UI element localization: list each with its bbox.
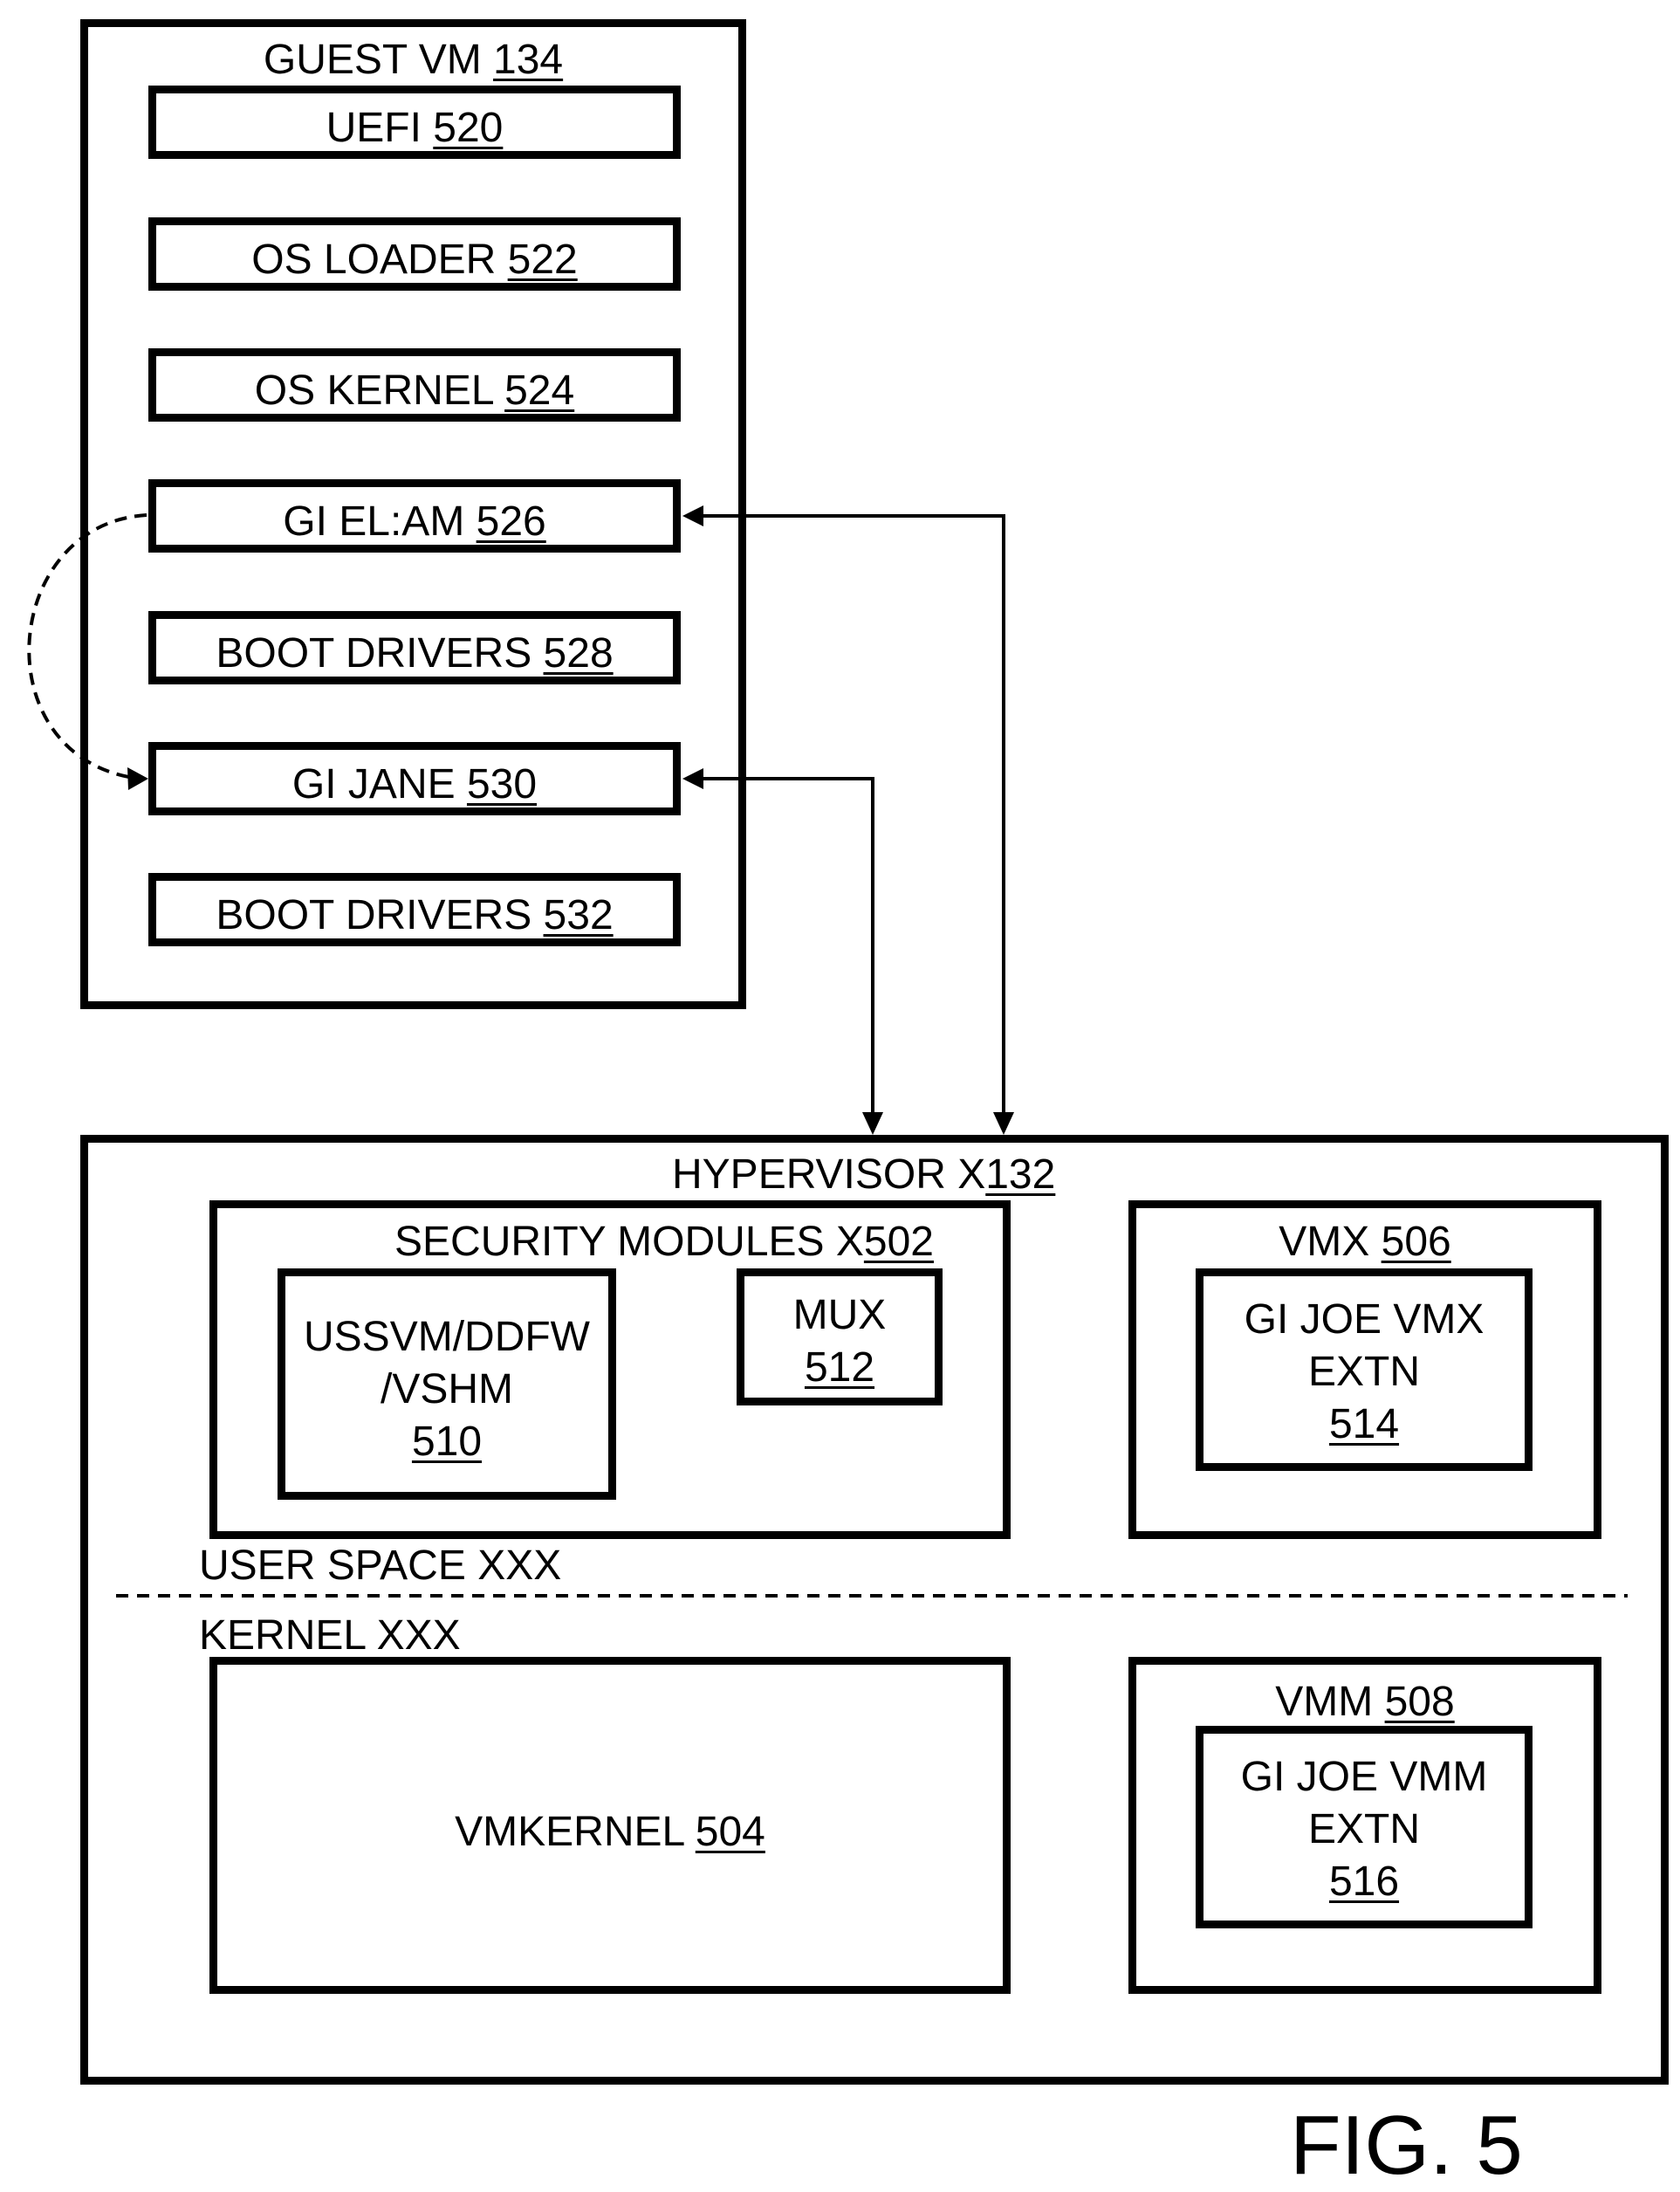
- uefi-box: UEFI 520: [148, 86, 681, 159]
- gi-elam-box: GI EL:AM 526: [148, 479, 681, 553]
- vmm-ext-line2: EXTN: [1203, 1804, 1525, 1856]
- vmm-ext-line1: GI JOE VMM: [1203, 1751, 1525, 1804]
- vmm-label: VMM 508: [1128, 1681, 1601, 1723]
- ussvm-line2: /VSHM: [285, 1364, 608, 1416]
- ussvm-line1: USSVM/DDFW: [285, 1311, 608, 1364]
- os-loader-box: OS LOADER 522: [148, 217, 681, 291]
- hypervisor-label: HYPERVISOR X132: [672, 1154, 1108, 1196]
- vmx-ext-ref: 514: [1329, 1401, 1399, 1447]
- boot-drivers-528-box: BOOT DRIVERS 528: [148, 611, 681, 684]
- hypervisor-arrowhead-1: [993, 1112, 1014, 1135]
- vmx-ext-line1: GI JOE VMX: [1203, 1294, 1525, 1346]
- vmkernel-box: VMKERNEL 504: [209, 1657, 1011, 1994]
- user-space-label: USER SPACE XXX: [199, 1545, 561, 1587]
- mux-ref: 512: [805, 1344, 874, 1391]
- figure-label: FIG. 5: [1290, 2104, 1523, 2188]
- security-modules-label: SECURITY MODULES X502: [394, 1221, 934, 1263]
- boot-drivers-532-box: BOOT DRIVERS 532: [148, 873, 681, 946]
- gi-joe-vmm-ext-box: GI JOE VMM EXTN 516: [1196, 1726, 1533, 1928]
- vmx-ext-line2: EXTN: [1203, 1346, 1525, 1398]
- mux-line1: MUX: [744, 1289, 935, 1342]
- vmx-label: VMX 506: [1128, 1221, 1601, 1263]
- ussvm-box: USSVM/DDFW /VSHM 510: [278, 1268, 616, 1500]
- guest-vm-label: GUEST VM 134: [80, 39, 746, 81]
- gi-joe-vmx-ext-box: GI JOE VMX EXTN 514: [1196, 1268, 1533, 1471]
- vmm-ext-ref: 516: [1329, 1859, 1399, 1905]
- ussvm-ref: 510: [412, 1419, 482, 1465]
- gi-jane-box: GI JANE 530: [148, 742, 681, 815]
- kernel-label: KERNEL XXX: [199, 1615, 461, 1657]
- hypervisor-arrowhead-2: [862, 1112, 883, 1135]
- os-kernel-box: OS KERNEL 524: [148, 348, 681, 422]
- mux-box: MUX 512: [737, 1268, 943, 1405]
